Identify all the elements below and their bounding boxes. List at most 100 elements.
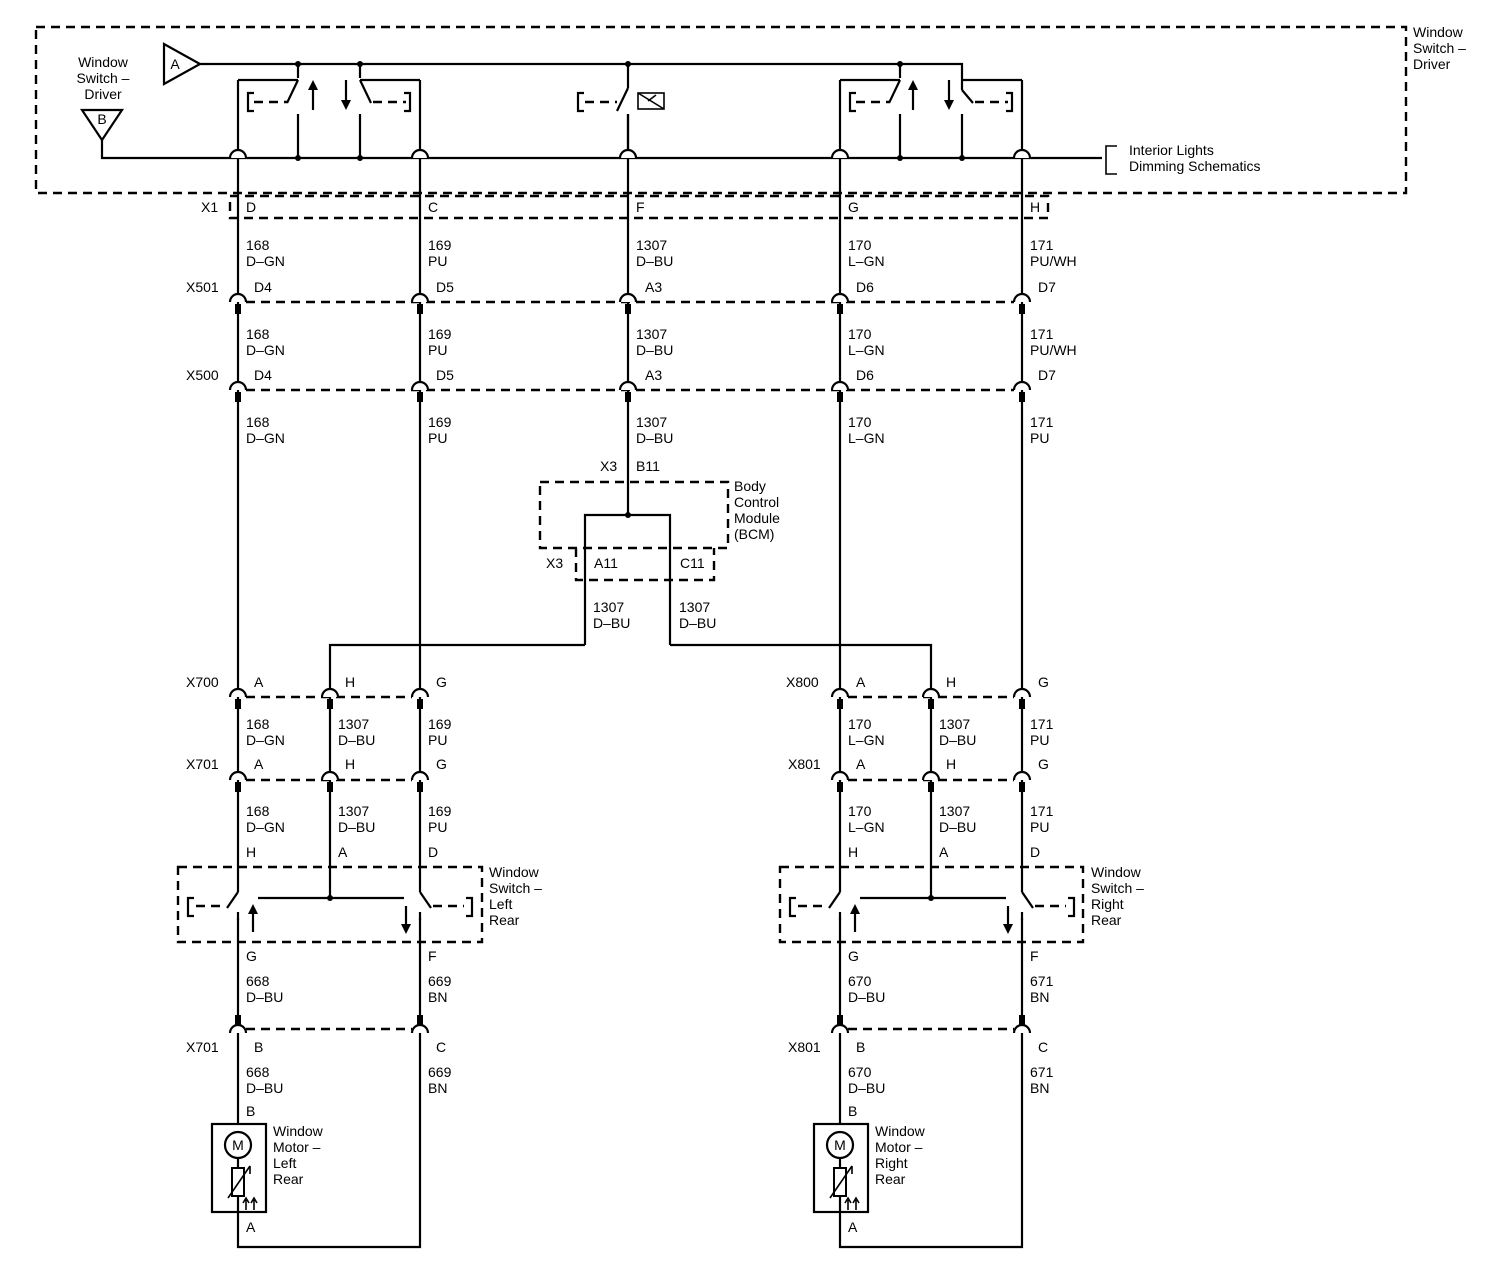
- wire-number: 170: [848, 414, 872, 430]
- wire-color: BN: [428, 1080, 447, 1096]
- connector-hump: [410, 770, 430, 781]
- wire-number: 1307: [939, 716, 970, 732]
- wire-color: D–BU: [246, 989, 283, 1005]
- down-arrow-icon: [1003, 906, 1013, 934]
- wire-number: 669: [428, 1064, 452, 1080]
- motor-symbol: M: [834, 1137, 846, 1153]
- wire-number: 1307: [338, 803, 369, 819]
- left-rear-switch-outline: [176, 865, 484, 944]
- wire-color: D–GN: [246, 819, 285, 835]
- wire-color: D–GN: [246, 253, 285, 269]
- wire-number: 670: [848, 1064, 872, 1080]
- connector-hump: [1012, 770, 1032, 781]
- position-sensor-icon: [227, 1165, 251, 1199]
- bcm-x3-label: X3: [546, 555, 563, 571]
- wire-number: 1307: [636, 237, 667, 253]
- switch-pin: H: [246, 844, 256, 860]
- terminal-pin: [327, 699, 333, 709]
- wire-number: 168: [246, 803, 270, 819]
- wire-number: 169: [428, 326, 452, 342]
- x500-pin: A3: [645, 367, 662, 383]
- motor-title: Left: [273, 1155, 296, 1171]
- wire-color: PU: [428, 430, 447, 446]
- x1-label: X1: [201, 199, 218, 215]
- driver-switch-left-title-3: Driver: [84, 86, 122, 102]
- x501-pin: D5: [436, 279, 454, 295]
- switch-title: Switch –: [489, 880, 542, 896]
- terminal-pin: [837, 699, 843, 709]
- connector-hump: [228, 292, 248, 303]
- wire-number: 1307: [939, 803, 970, 819]
- wire-crossover: [1012, 148, 1032, 159]
- bcm-x3-connector: [574, 548, 716, 582]
- switch-title: Window: [489, 864, 540, 880]
- terminal-pin: [837, 304, 843, 314]
- wire-color: BN: [1030, 989, 1049, 1005]
- left-rear-window-switch: [176, 865, 484, 944]
- terminal-pin: [1019, 304, 1025, 314]
- x701-label: X701: [186, 1039, 219, 1055]
- bcm-title: Module: [734, 510, 780, 526]
- x501-pin: A3: [645, 279, 662, 295]
- wire-number: 1307: [338, 716, 369, 732]
- x501-pin: D6: [856, 279, 874, 295]
- terminal-pin: [417, 699, 423, 709]
- x801-pin: A: [856, 756, 866, 772]
- driver-switch-left-title-2: Switch –: [77, 70, 130, 86]
- x500-pin: D6: [856, 367, 874, 383]
- terminal-pin: [928, 782, 934, 792]
- connector-hump: [410, 1023, 430, 1034]
- connector-hump: [228, 687, 248, 698]
- connector-hump: [830, 1023, 850, 1034]
- x700-label: X700: [186, 674, 219, 690]
- wire-color: L–GN: [848, 253, 885, 269]
- window-lockout-switch: [576, 61, 665, 158]
- down-arrow-icon: [401, 906, 411, 934]
- wire-number: 169: [428, 803, 452, 819]
- x1-pin: D: [246, 199, 256, 215]
- wire-color: D–BU: [636, 253, 673, 269]
- switch-pin: H: [848, 844, 858, 860]
- wire-crossover: [830, 148, 850, 159]
- terminal-pin: [1019, 392, 1025, 402]
- right-front-up-down-switch: [840, 61, 1022, 161]
- switch-title: Switch –: [1091, 880, 1144, 896]
- wire-number: 170: [848, 716, 872, 732]
- wire-number: 168: [246, 716, 270, 732]
- wire-number: 168: [246, 414, 270, 430]
- connector-hump: [228, 380, 248, 391]
- switch-title: Window: [1091, 864, 1142, 880]
- terminal-pin: [837, 1015, 843, 1025]
- wire-number: 168: [246, 326, 270, 342]
- up-arrow-icon: [248, 904, 258, 932]
- wire-number: 169: [428, 716, 452, 732]
- terminal-pin: [837, 392, 843, 402]
- switch-pin: G: [246, 948, 257, 964]
- motor-title: Motor –: [875, 1139, 923, 1155]
- wire-number: 170: [848, 237, 872, 253]
- wire-number: 671: [1030, 973, 1054, 989]
- terminal-pin: [235, 782, 241, 792]
- x1-pin: H: [1030, 199, 1040, 215]
- driver-switch-title-1: Window: [1413, 24, 1464, 40]
- wire-1307-left: [328, 643, 585, 698]
- right-rear-switch-outline: [778, 865, 1085, 944]
- x1-pin: C: [428, 199, 438, 215]
- x701-label: X701: [186, 756, 219, 772]
- x501-pin: D4: [254, 279, 272, 295]
- left-rear-window-motor: M: [210, 1122, 268, 1214]
- x801-pin: B: [856, 1039, 865, 1055]
- terminal-pin: [625, 304, 631, 314]
- bcm-pin-c11: C11: [680, 555, 705, 571]
- wire-color: D–BU: [338, 732, 375, 748]
- x500-pin: D5: [436, 367, 454, 383]
- wire-number: 169: [428, 237, 452, 253]
- driver-switch-title-2: Switch –: [1413, 40, 1466, 56]
- wire-crossover: [410, 148, 430, 159]
- switch-title: Left: [489, 896, 512, 912]
- motor-title: Window: [273, 1123, 324, 1139]
- wire-color: BN: [1030, 1080, 1049, 1096]
- bcm-pin-a11: A11: [594, 555, 618, 571]
- terminal-pin: [417, 304, 423, 314]
- x700-pin: A: [254, 674, 264, 690]
